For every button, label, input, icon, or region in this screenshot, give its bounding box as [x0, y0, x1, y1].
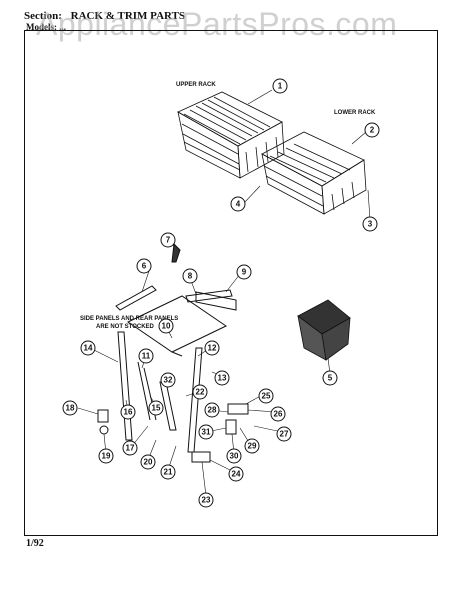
svg-text:12: 12	[208, 344, 217, 353]
svg-text:27: 27	[280, 430, 289, 439]
svg-text:18: 18	[66, 404, 75, 413]
svg-text:32: 32	[164, 376, 173, 385]
callout-5[interactable]: 5	[322, 370, 338, 386]
upper-rack-label: UPPER RACK	[176, 82, 216, 88]
callout-17[interactable]: 17	[122, 440, 138, 456]
svg-text:15: 15	[152, 404, 161, 413]
callout-14[interactable]: 14	[80, 340, 96, 356]
door-trim-drawing	[97, 242, 249, 463]
svg-text:3: 3	[368, 220, 373, 229]
silverware-basket-drawing	[297, 299, 351, 361]
svg-text:22: 22	[196, 388, 205, 397]
svg-text:25: 25	[262, 392, 271, 401]
callout-bubbles: 1 2 3 4 5 6 7 8 9 10 11 12 13 14 15 16 1…	[62, 78, 380, 508]
callout-27[interactable]: 27	[276, 426, 292, 442]
leader-lines	[77, 89, 371, 497]
upper-rack-drawing	[177, 91, 285, 179]
svg-text:2: 2	[370, 126, 375, 135]
callout-30[interactable]: 30	[226, 448, 242, 464]
callout-23[interactable]: 23	[198, 492, 214, 508]
svg-text:1: 1	[278, 82, 283, 91]
callout-28[interactable]: 28	[204, 402, 220, 418]
svg-text:8: 8	[188, 272, 193, 281]
svg-text:14: 14	[84, 344, 93, 353]
lower-rack-drawing	[261, 131, 367, 215]
svg-text:30: 30	[230, 452, 239, 461]
svg-text:16: 16	[124, 408, 133, 417]
side-panels-label-1: SIDE PANELS AND REAR PANELS	[80, 316, 178, 322]
callout-11[interactable]: 11	[138, 348, 154, 364]
callout-10[interactable]: 10	[158, 318, 174, 334]
callout-4[interactable]: 4	[230, 196, 246, 212]
callout-21[interactable]: 21	[160, 464, 176, 480]
page-footer: 1/92	[26, 538, 44, 549]
lower-rack-label: LOWER RACK	[334, 110, 376, 116]
svg-text:20: 20	[144, 458, 153, 467]
svg-text:29: 29	[248, 442, 257, 451]
svg-text:17: 17	[126, 444, 135, 453]
callout-24[interactable]: 24	[228, 466, 244, 482]
section-label: Section:	[24, 10, 62, 22]
diagram-frame	[24, 30, 438, 536]
callout-25[interactable]: 25	[258, 388, 274, 404]
svg-text:23: 23	[202, 496, 211, 505]
svg-text:31: 31	[202, 428, 211, 437]
svg-text:11: 11	[142, 352, 151, 361]
callout-32[interactable]: 32	[160, 372, 176, 388]
models-line: Models: ...	[26, 22, 66, 32]
svg-text:5: 5	[328, 374, 333, 383]
callout-26[interactable]: 26	[270, 406, 286, 422]
callout-18[interactable]: 18	[62, 400, 78, 416]
callout-7[interactable]: 7	[160, 232, 176, 248]
svg-text:19: 19	[102, 452, 111, 461]
callout-20[interactable]: 20	[140, 454, 156, 470]
callout-6[interactable]: 6	[136, 258, 152, 274]
callout-13[interactable]: 13	[214, 370, 230, 386]
svg-text:21: 21	[164, 468, 173, 477]
svg-text:13: 13	[218, 374, 227, 383]
callout-12[interactable]: 12	[204, 340, 220, 356]
callout-1[interactable]: 1	[272, 78, 288, 94]
callout-22[interactable]: 22	[192, 384, 208, 400]
svg-text:6: 6	[142, 262, 147, 271]
side-panels-label-2: ARE NOT STOCKED	[96, 324, 155, 330]
callout-16[interactable]: 16	[120, 404, 136, 420]
callout-3[interactable]: 3	[362, 216, 378, 232]
callout-29[interactable]: 29	[244, 438, 260, 454]
callout-2[interactable]: 2	[364, 122, 380, 138]
section-header: Section: RACK & TRIM PARTS	[24, 10, 185, 22]
svg-text:26: 26	[274, 410, 283, 419]
svg-text:4: 4	[236, 200, 241, 209]
svg-text:10: 10	[162, 322, 171, 331]
callout-8[interactable]: 8	[182, 268, 198, 284]
svg-text:24: 24	[232, 470, 241, 479]
section-title: RACK & TRIM PARTS	[70, 10, 186, 22]
callout-31[interactable]: 31	[198, 424, 214, 440]
callout-15[interactable]: 15	[148, 400, 164, 416]
watermark: AppliancePartsPros.com	[36, 6, 398, 42]
svg-text:28: 28	[208, 406, 217, 415]
callout-19[interactable]: 19	[98, 448, 114, 464]
svg-text:7: 7	[166, 236, 171, 245]
svg-text:9: 9	[242, 268, 247, 277]
callout-9[interactable]: 9	[236, 264, 252, 280]
